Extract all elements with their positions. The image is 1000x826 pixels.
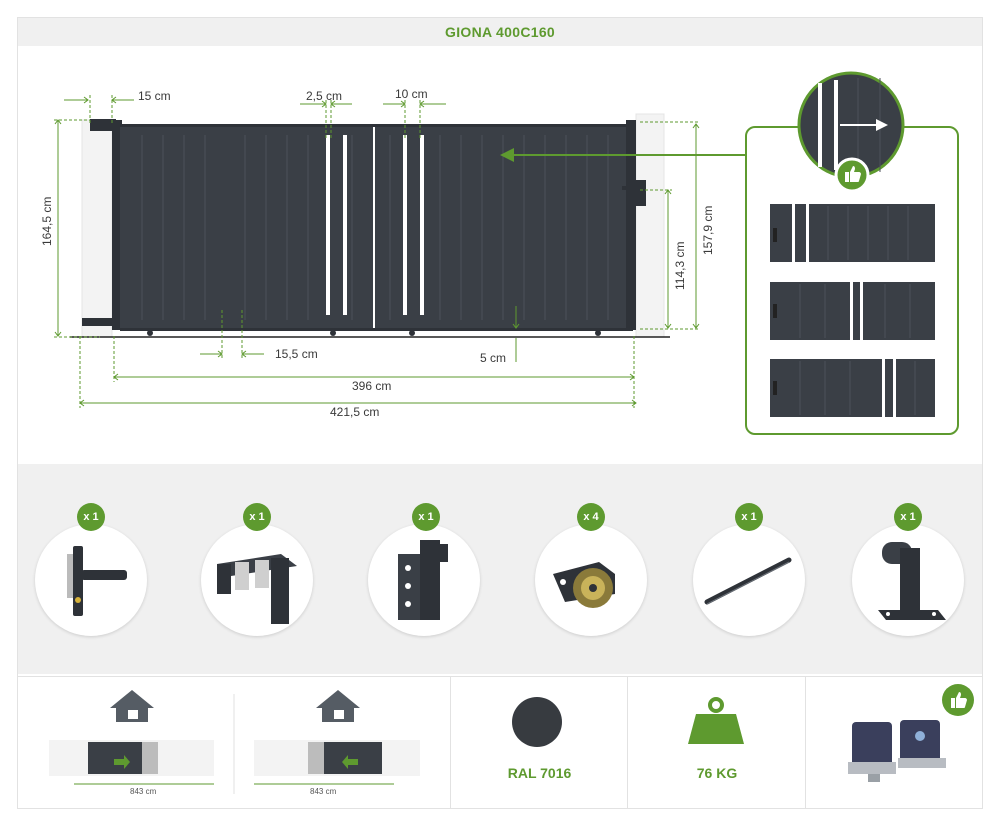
- accessory-top-guide: [201, 524, 313, 636]
- dim-handle-height: 114,3 cm: [673, 241, 687, 290]
- qty-badge-5: x 1: [735, 503, 763, 531]
- variants-drawing: [770, 71, 935, 417]
- weight-icon: [688, 697, 744, 744]
- house-icon: [110, 690, 154, 722]
- house-icon: [316, 690, 360, 722]
- accessory-post-stop: [852, 524, 964, 636]
- accessory-handle: [35, 524, 147, 636]
- top-guide-icon: [217, 554, 297, 624]
- product-sheet-frame: [17, 17, 983, 809]
- qty-badge-1: x 1: [77, 503, 105, 531]
- left-pillar: [81, 119, 113, 338]
- right-pillar: [635, 113, 665, 338]
- weight-label: 76 KG: [696, 765, 738, 781]
- bottom-row: [18, 676, 982, 808]
- dim-ground-clearance: 5 cm: [480, 351, 507, 365]
- gate-leaf-right: [375, 125, 633, 330]
- handle-lock-icon: [67, 546, 127, 616]
- wheel-carriage-icon: [553, 562, 615, 608]
- dim-overall-width: 421,5 cm: [330, 405, 380, 419]
- opening-left-width: 843 cm: [130, 787, 157, 796]
- opening-left: [49, 690, 214, 785]
- dim-total-height: 164,5 cm: [40, 196, 54, 246]
- gate-drawing: [54, 95, 745, 408]
- accessories-band: [18, 464, 982, 674]
- qty-badge-4: x 4: [577, 503, 605, 531]
- accessory-end-stop: [368, 524, 480, 636]
- left-post: [112, 120, 122, 330]
- accessory-rail: [693, 524, 805, 636]
- dim-post-width: 15 cm: [138, 89, 171, 103]
- dim-gate-width: 396 cm: [352, 379, 392, 393]
- opening-diagrams: [49, 690, 420, 794]
- opening-cell: [18, 676, 451, 808]
- color-swatch: [512, 697, 562, 747]
- accessory-wheel: [535, 524, 647, 636]
- qty-badge-3: x 1: [412, 503, 440, 531]
- color-label: RAL 7016: [507, 765, 572, 781]
- post-stop-icon: [878, 542, 946, 620]
- color-cell: [451, 676, 628, 808]
- variant-panel-3: [770, 359, 935, 417]
- product-title: GIONA 400C160: [445, 24, 555, 40]
- lock-box: [628, 180, 646, 206]
- weight-cell: [628, 676, 806, 808]
- opening-right-width: 843 cm: [310, 787, 337, 796]
- variant-panel-1: [770, 204, 935, 262]
- opening-right: [254, 690, 420, 785]
- gate-leaf-left: [120, 125, 373, 330]
- qty-badge-2: x 1: [243, 503, 271, 531]
- rack-rail-icon: [704, 557, 792, 605]
- end-stop-bracket-icon: [398, 540, 448, 620]
- dim-slat-gap: 10 cm: [395, 87, 428, 101]
- dim-gate-height: 157,9 cm: [701, 205, 715, 255]
- variant-panel-2: [770, 282, 935, 340]
- motor-kit-image: [848, 684, 974, 782]
- title-bar: GIONA 400C160: [18, 18, 982, 46]
- qty-badge-6: x 1: [894, 503, 922, 531]
- dim-gap-width: 2,5 cm: [306, 89, 343, 103]
- dim-bottom-offset: 15,5 cm: [275, 347, 318, 361]
